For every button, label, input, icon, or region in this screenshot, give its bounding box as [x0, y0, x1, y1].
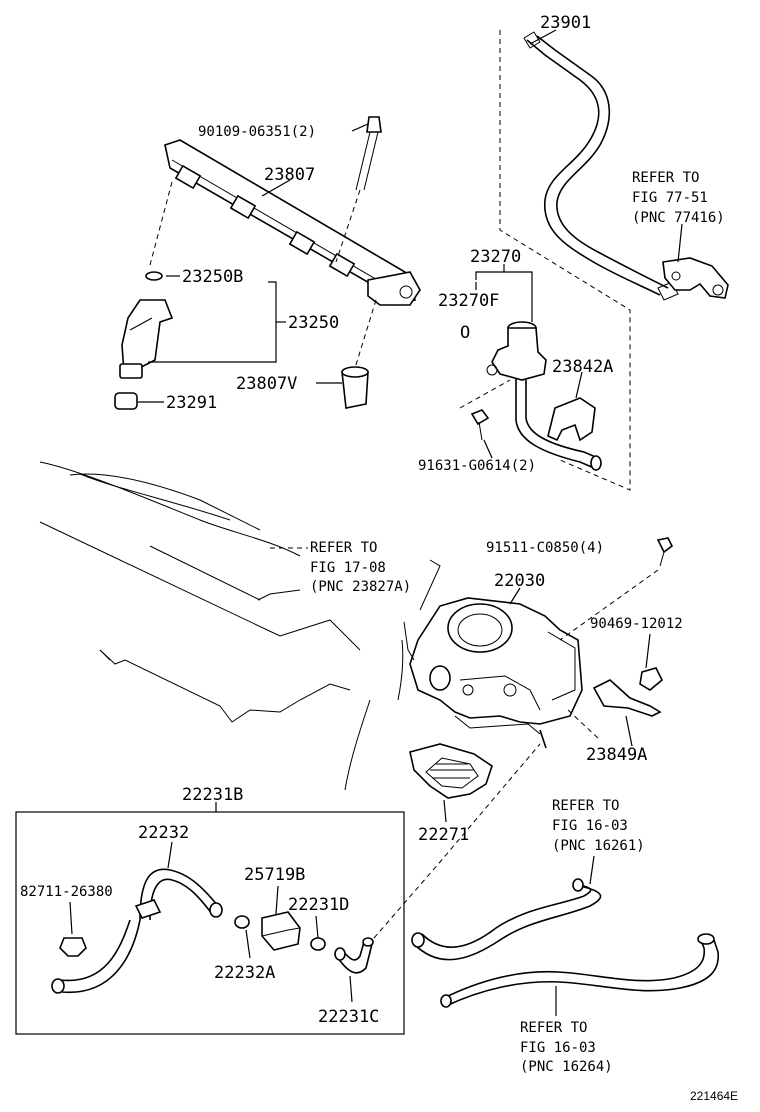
dash-22231C	[373, 743, 541, 939]
leader-90109	[351, 123, 369, 132]
clip-82711	[59, 937, 87, 957]
leader-90469	[645, 633, 651, 669]
ref2-line3: (PNC 23827A)	[310, 579, 411, 595]
label-23842A: 23842A	[552, 357, 613, 377]
drawing-id: 221464E	[690, 1089, 738, 1103]
label-23270F: 23270F	[438, 291, 499, 311]
insulator-23807V	[341, 366, 369, 409]
hose-16264	[440, 933, 720, 1008]
ref2-line1: REFER TO	[310, 540, 377, 556]
leader-22232	[167, 841, 173, 869]
label-22271: 22271	[418, 825, 469, 845]
label-22030: 22030	[494, 571, 545, 591]
label-23291: 23291	[166, 393, 217, 413]
clamp-22232A	[234, 915, 250, 929]
label-23250: 23250	[288, 313, 339, 333]
fuel-rail-23807	[164, 139, 421, 306]
intake-manifold-outline	[39, 461, 404, 791]
dash-91511	[559, 569, 659, 641]
ref3-line1: REFER TO	[552, 798, 619, 814]
leader-22231D	[315, 915, 319, 939]
bolt-90469	[639, 667, 663, 691]
dash-23901-frame	[499, 30, 631, 491]
label-22231C: 22231C	[318, 1007, 379, 1027]
cap-23291	[114, 392, 138, 410]
ref4-line1: REFER TO	[520, 1020, 587, 1036]
bracket-23250	[148, 281, 277, 363]
leader-ref3	[589, 855, 595, 885]
injector-23250	[119, 299, 174, 379]
label-82711: 82711-26380	[20, 884, 113, 900]
leader-23807	[261, 179, 291, 197]
ref1-line2: FIG 77-51	[632, 190, 708, 206]
oring-mark: O	[460, 323, 470, 343]
label-90109: 90109-06351(2)	[198, 124, 316, 140]
label-22232A: 22232A	[214, 963, 275, 983]
hose-23901	[523, 31, 679, 301]
clamp-22231D	[310, 937, 326, 951]
label-25719B: 25719B	[244, 865, 305, 885]
label-23849A: 23849A	[586, 745, 647, 765]
dash-23849A	[567, 709, 601, 741]
valve-25719B	[261, 911, 301, 951]
dash-91631	[459, 379, 511, 409]
bracket-23849A	[592, 679, 662, 717]
label-23270: 23270	[470, 247, 521, 267]
label-23250B: 23250B	[182, 267, 243, 287]
ref2-line2: FIG 17-08	[310, 560, 386, 576]
ref4-line3: (PNC 16264)	[520, 1059, 613, 1075]
leader-23842A	[575, 371, 583, 399]
hose-16261	[411, 878, 602, 961]
dash-injector	[149, 181, 173, 266]
dash-23807V	[354, 299, 377, 369]
ref4-line2: FIG 16-03	[520, 1040, 596, 1056]
leader-23901	[529, 29, 557, 45]
regulator-23270	[486, 321, 602, 471]
leader-22271	[443, 799, 447, 823]
box-22231B	[15, 811, 405, 1035]
leader-23849A	[625, 715, 633, 747]
label-90469: 90469-12012	[590, 616, 683, 632]
hose-22231C	[334, 937, 374, 974]
leader-ref1	[677, 223, 683, 263]
leader-25719B	[275, 885, 279, 915]
label-22231B: 22231B	[182, 785, 243, 805]
label-22231D: 22231D	[288, 895, 349, 915]
leader-91631	[483, 439, 493, 459]
label-91631: 91631-G0614(2)	[418, 458, 536, 474]
label-23901: 23901	[540, 13, 591, 33]
leader-22231C	[349, 975, 353, 1003]
ref3-line3: (PNC 16261)	[552, 838, 645, 854]
label-91511: 91511-C0850(4)	[486, 540, 604, 556]
ref3-line2: FIG 16-03	[552, 818, 628, 834]
gasket-22271	[409, 743, 493, 799]
leader-82711	[69, 901, 73, 935]
leader-22232A	[245, 929, 251, 959]
grommet-23842A	[547, 397, 596, 442]
throttle-body-22030	[403, 597, 583, 749]
leader-22030	[509, 587, 521, 605]
bracket-77416	[662, 257, 729, 299]
gasket-ref2	[419, 559, 441, 611]
label-23807V: 23807V	[236, 374, 297, 394]
bolt-91631	[470, 409, 490, 441]
bolt-90109	[355, 116, 382, 191]
label-22232: 22232	[138, 823, 189, 843]
dash-bolt	[335, 189, 361, 263]
bolt-91511	[656, 537, 674, 567]
hose-22232	[51, 868, 223, 994]
ref1-line3: (PNC 77416)	[632, 210, 725, 226]
oring-23250B	[145, 271, 163, 281]
label-23807: 23807	[264, 165, 315, 185]
ref1-line1: REFER TO	[632, 170, 699, 186]
